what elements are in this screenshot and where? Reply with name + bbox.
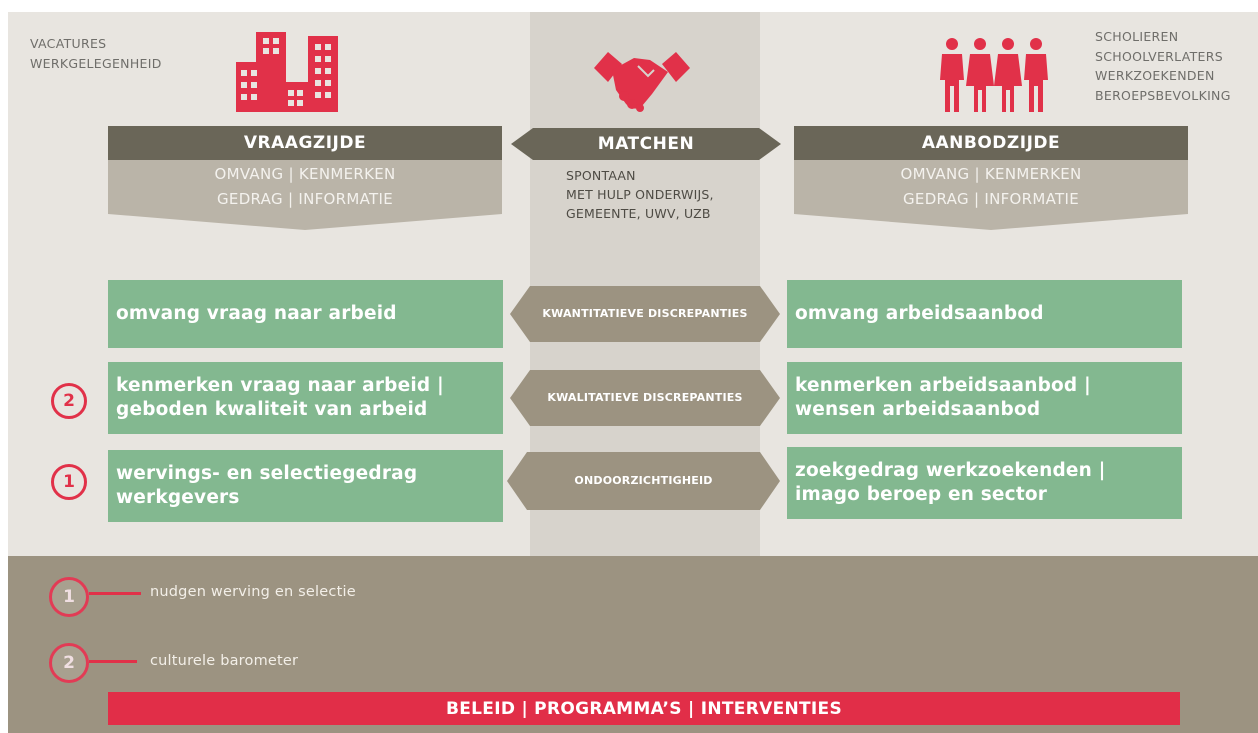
box-text: werkgevers [116,487,240,508]
method-line: GEMEENTE, UWV, UZB [566,206,711,221]
legend-marker-1: 1 [49,577,89,617]
legend-connector [89,660,137,663]
supply-indicators: SCHOLIEREN SCHOOLVERLATERS WERKZOEKENDEN… [1095,27,1231,105]
box-text: imago beroep en sector [795,484,1048,505]
indicator-item: VACATURES [30,36,107,51]
matching-methods: SPONTAAN MET HULP ONDERWIJS, GEMEENTE, U… [566,166,714,223]
marker-1: 1 [51,464,87,500]
supply-side-subtitle: OMVANG | KENMERKEN GEDRAG | INFORMATIE [794,162,1188,212]
subtitle-line: GEDRAG | INFORMATIE [903,190,1079,208]
legend-marker-2: 2 [49,643,89,683]
box-text: wensen arbeidsaanbod [795,399,1041,420]
box-text: kenmerken arbeidsaanbod | [795,375,1091,396]
supply-characteristics-box: kenmerken arbeidsaanbod | wensen arbeids… [787,362,1182,434]
buildings-icon [236,32,338,112]
indicator-item: WERKGELEGENHEID [30,55,162,71]
qualitative-discrepancy-label: KWALITATIEVE DISCREPANTIES [547,391,743,404]
legend-text-1: nudgen werving en selectie [150,584,356,600]
indicator-item: SCHOOLVERLATERS [1095,48,1223,64]
method-line: SPONTAAN [566,168,636,183]
supply-side-title: AANBODZIJDE [794,127,1188,159]
subtitle-line: OMVANG | KENMERKEN [900,165,1082,183]
box-text: omvang vraag naar arbeid [116,303,397,324]
indicator-item: SCHOLIEREN [1095,29,1179,44]
indicator-item: BEROEPSBEVOLKING [1095,87,1231,103]
subtitle-line: OMVANG | KENMERKEN [214,165,396,183]
supply-volume-box: omvang arbeidsaanbod [787,280,1182,348]
search-behaviour-box: zoekgedrag werkzoekenden | imago beroep … [787,447,1182,519]
method-line: MET HULP ONDERWIJS, [566,187,714,202]
indicator-item: WERKZOEKENDEN [1095,68,1215,83]
box-text: geboden kwaliteit van arbeid [116,399,428,420]
recruitment-behaviour-box: wervings- en selectiegedrag werkgevers [108,450,503,522]
discrepancy-arrow [510,370,780,426]
handshake-icon [594,52,690,112]
matching-title: MATCHEN [597,134,695,154]
policy-bar: BELEID | PROGRAMMA’S | INTERVENTIES [108,692,1180,725]
box-text: wervings- en selectiegedrag [116,463,418,484]
box-text: zoekgedrag werkzoekenden | [795,460,1106,481]
demand-volume-box: omvang vraag naar arbeid [108,280,503,348]
box-text: omvang arbeidsaanbod [795,303,1044,324]
people-icon [940,38,1048,112]
quantitative-discrepancy-label: KWANTITATIEVE DISCREPANTIES [542,307,748,320]
legend-connector [89,592,141,595]
demand-characteristics-box: kenmerken vraag naar arbeid | geboden kw… [108,362,503,434]
demand-side-subtitle: OMVANG | KENMERKEN GEDRAG | INFORMATIE [108,162,502,212]
legend-text-2: culturele barometer [150,653,299,669]
matching-arrow-shape [511,128,781,160]
opacity-label: ONDOORZICHTIGHEID [574,474,713,487]
demand-indicators: VACATURES WERKGELEGENHEID [30,34,162,73]
discrepancy-arrow [510,286,780,342]
subtitle-line: GEDRAG | INFORMATIE [217,190,393,208]
demand-side-title: VRAAGZIJDE [108,127,502,159]
box-text: kenmerken vraag naar arbeid | [116,375,444,396]
marker-2: 2 [51,383,87,419]
discrepancy-arrow [507,452,780,510]
